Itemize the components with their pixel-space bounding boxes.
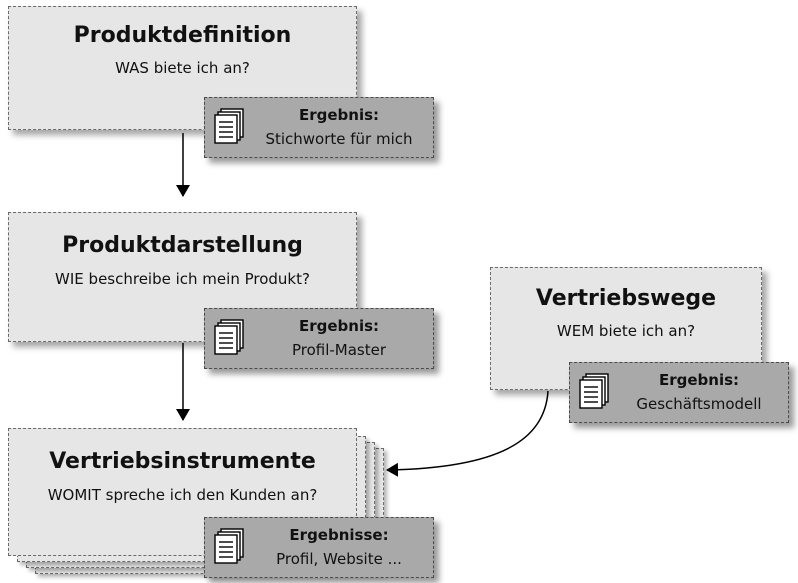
produktdefinition-result-value: Stichworte für mich xyxy=(265,130,413,148)
vertriebsinstrumente-result: Ergebnisse: Profil, Website ... xyxy=(204,517,434,578)
vertriebsinstrumente-title: Vertriebsinstrumente xyxy=(49,449,316,474)
vertriebswege-question: WEM biete ich an? xyxy=(556,322,696,340)
vertriebswege-result-value: Geschäftsmodell xyxy=(636,395,762,413)
vertriebswege-result-label: Ergebnis: xyxy=(658,371,740,389)
document-stack-icon xyxy=(213,108,245,150)
document-stack-icon xyxy=(213,319,245,361)
produktdarstellung-title: Produktdarstellung xyxy=(62,233,303,258)
produktdarstellung-result-value: Profil-Master xyxy=(291,341,387,359)
vertriebsinstrumente-box: Vertriebsinstrumente WOMIT spreche ich d… xyxy=(8,428,357,556)
arrow-vertriebswege-to-instrumente xyxy=(386,390,549,477)
vertriebswege-result: Ergebnis: Geschäftsmodell xyxy=(569,362,789,423)
vertriebsinstrumente-result-value: Profil, Website ... xyxy=(276,550,402,568)
produktdefinition-title: Produktdefinition xyxy=(73,23,292,48)
vertriebswege-title: Vertriebswege xyxy=(535,286,717,311)
vertriebsinstrumente-result-label: Ergebnisse: xyxy=(289,526,389,544)
document-stack-icon xyxy=(578,373,610,415)
produktdefinition-result-label: Ergebnis: xyxy=(298,106,380,124)
vertriebsinstrumente-question: WOMIT spreche ich den Kunden an? xyxy=(47,486,318,504)
produktdarstellung-question: WIE beschreibe ich mein Produkt? xyxy=(55,270,310,288)
produktdefinition-result: Ergebnis: Stichworte für mich xyxy=(204,97,434,158)
produktdefinition-question: WAS biete ich an? xyxy=(115,59,250,77)
produktdarstellung-result-label: Ergebnis: xyxy=(298,317,380,335)
document-stack-icon xyxy=(213,528,245,570)
produktdarstellung-result: Ergebnis: Profil-Master xyxy=(204,308,434,369)
